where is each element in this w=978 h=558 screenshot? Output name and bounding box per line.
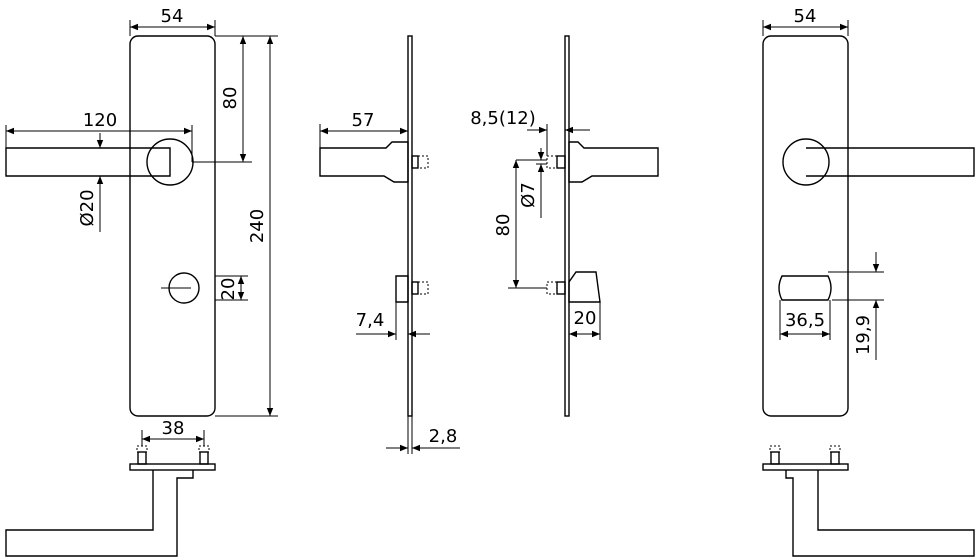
front-turn-knob bbox=[168, 272, 200, 304]
back-bottom-plate bbox=[762, 463, 849, 471]
front-bottom-lever bbox=[5, 470, 194, 557]
front-view: 54 120 Ø20 80 240 20 bbox=[5, 6, 278, 417]
side-left-lever bbox=[319, 141, 409, 183]
side-right-lever bbox=[568, 141, 659, 183]
front-turn-height-label: 20 bbox=[218, 278, 239, 301]
side-right-turn-depth-label: 20 bbox=[574, 308, 597, 329]
front-bottom-view: 38 bbox=[5, 418, 216, 557]
back-view: 54 36,5 19,9 bbox=[762, 6, 975, 417]
front-lever-offset-label: 80 bbox=[220, 87, 241, 110]
side-left-turn-depth-label: 7,4 bbox=[356, 310, 385, 331]
back-turn-height-label: 19,9 bbox=[853, 315, 874, 355]
side-left-plate-thickness-label: 2,8 bbox=[429, 426, 458, 447]
front-plate-height-label: 240 bbox=[247, 209, 268, 243]
back-rosette bbox=[782, 138, 830, 186]
front-lever bbox=[5, 147, 171, 177]
side-right-plate bbox=[564, 35, 570, 417]
front-bottom-plate bbox=[129, 463, 216, 471]
side-right-spindle-diameter-label: Ø7 bbox=[518, 182, 539, 208]
back-bottom-lever bbox=[785, 470, 975, 557]
side-right-spindle-offset-label: 8,5(12) bbox=[470, 108, 536, 129]
back-bottom-view bbox=[762, 445, 975, 557]
side-left-lever-depth-label: 57 bbox=[352, 110, 375, 131]
back-plate bbox=[762, 35, 849, 417]
side-left-turn bbox=[395, 275, 409, 303]
side-left-plate bbox=[407, 35, 413, 417]
front-plate-width-label: 54 bbox=[161, 6, 184, 27]
front-lever-length-label: 120 bbox=[83, 110, 117, 131]
front-plate bbox=[129, 35, 216, 417]
side-right-center-distance-label: 80 bbox=[493, 214, 514, 237]
side-right-turn bbox=[568, 271, 601, 303]
side-view-left: 57 7,4 2,8 bbox=[319, 35, 460, 454]
back-turn-width-label: 36,5 bbox=[785, 310, 825, 331]
back-turn bbox=[778, 275, 832, 301]
back-plate-width-label: 54 bbox=[794, 6, 817, 27]
front-spindle-spacing-label: 38 bbox=[162, 418, 185, 439]
back-lever bbox=[806, 147, 975, 177]
side-view-right: 8,5(12) Ø7 80 20 bbox=[470, 35, 659, 417]
front-rosette-diameter-label: Ø20 bbox=[77, 189, 98, 226]
